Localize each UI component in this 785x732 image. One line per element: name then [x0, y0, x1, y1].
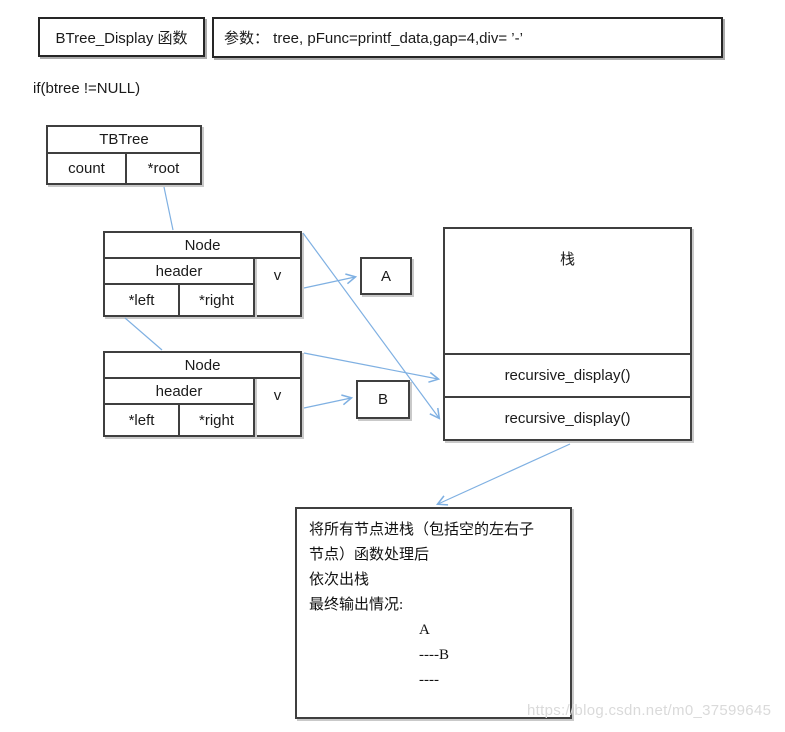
- value-b-label: B: [377, 391, 388, 408]
- arrow-stack-to-note: [436, 443, 571, 506]
- note-line: 节点）函数处理后: [309, 547, 430, 563]
- tbtree-root-cell: *root: [125, 152, 202, 185]
- node2-right-label: *right: [198, 411, 235, 429]
- condition-text: if(btree !=NULL): [33, 80, 141, 97]
- note-output-line: A: [419, 622, 430, 638]
- node2-header-cell: header: [103, 377, 255, 405]
- value-a-label: A: [380, 267, 391, 285]
- note-line: 最终输出情况:: [309, 597, 404, 613]
- node1-header-cell: header: [103, 257, 255, 285]
- tbtree-title: TBTree: [99, 131, 149, 148]
- stack-box: 栈 recursive_display() recursive_display(…: [443, 227, 692, 441]
- node2-title-cell: Node: [103, 351, 302, 379]
- note-line: 依次出栈: [309, 572, 370, 588]
- node2-value-cell: v: [253, 377, 302, 437]
- node1-left-label: *left: [128, 291, 155, 309]
- note-output-line: ----: [419, 672, 439, 688]
- note-line: 将所有节点进栈（包括空的左右子: [309, 522, 535, 538]
- node2-left-cell: *left: [103, 403, 180, 437]
- function-title-label: BTree_Display 函数: [55, 29, 188, 47]
- value-box-a: A: [360, 257, 412, 295]
- stack-row: recursive_display(): [445, 396, 690, 439]
- tbtree-count-cell: count: [46, 152, 127, 185]
- node1-right-cell: *right: [178, 283, 255, 317]
- arrow-node1-value-to-a: [303, 273, 358, 289]
- tbtree-table: TBTree count *root: [46, 125, 202, 185]
- node1-right-label: *right: [198, 291, 235, 309]
- node1-value-label: v: [273, 267, 282, 284]
- note-output-line: ----B: [419, 647, 449, 663]
- connector-root-to-node1: [163, 186, 174, 231]
- params-box: 参数： tree, pFunc=printf_data,gap=4,div= ’…: [212, 17, 723, 58]
- tbtree-root-label: *root: [147, 160, 180, 177]
- node1-title-cell: Node: [103, 231, 302, 259]
- node1-value-cell: v: [253, 257, 302, 317]
- node-table-1: Node v header *left *right: [103, 231, 302, 317]
- stack-row: recursive_display(): [445, 353, 690, 396]
- stack-empty-area: [445, 271, 690, 353]
- arrow-node2-to-stack-row1: [303, 352, 441, 383]
- watermark: https://blog.csdn.net/m0_37599645: [527, 702, 772, 719]
- node2-header-label: header: [155, 382, 203, 400]
- stack-title: 栈: [559, 251, 575, 268]
- node1-title: Node: [184, 236, 221, 254]
- node1-left-cell: *left: [103, 283, 180, 317]
- value-box-b: B: [356, 380, 410, 419]
- node1-header-label: header: [155, 262, 203, 280]
- node2-right-cell: *right: [178, 403, 255, 437]
- params-label: 参数： tree, pFunc=printf_data,gap=4,div= ’…: [224, 30, 523, 47]
- node2-left-label: *left: [128, 411, 155, 429]
- tbtree-title-cell: TBTree: [46, 125, 202, 154]
- arrow-node2-value-to-b: [303, 394, 354, 409]
- note-box: 将所有节点进栈（包括空的左右子 节点）函数处理后 依次出栈 最终输出情况: A …: [295, 507, 572, 719]
- tbtree-count-label: count: [68, 160, 105, 177]
- node-table-2: Node v header *left *right: [103, 351, 302, 437]
- node2-value-label: v: [273, 387, 282, 404]
- function-title-box: BTree_Display 函数: [38, 17, 205, 57]
- node2-title: Node: [184, 356, 221, 374]
- connector-left-to-node2: [124, 317, 163, 351]
